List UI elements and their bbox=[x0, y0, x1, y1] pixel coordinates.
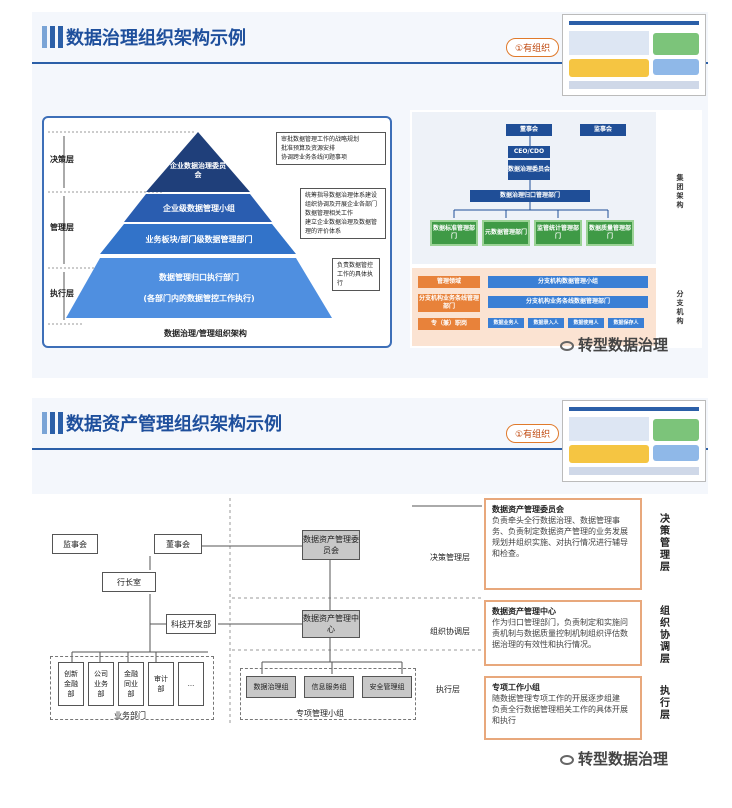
title-bars-icon bbox=[42, 26, 63, 48]
group-node: 信息服务组 bbox=[304, 676, 354, 698]
unit-node: ... bbox=[178, 662, 204, 706]
pyramid-caption: 数据治理/管理组织架构 bbox=[164, 329, 247, 338]
role-card-center: 数据资产管理中心 作为归口管理部门，负责制定和实施问责机制与数据质量控制机制组织… bbox=[484, 600, 642, 666]
org-panel: 董事会 监事会 CEO/CDO 数据治理委员会 数据治理归口管理部门 数据标准管… bbox=[410, 110, 702, 348]
slide-data-governance: 数据治理组织架构示例 ①有组织 决策层 管理层 执行层 企业数据治理委员会 企业… bbox=[32, 12, 708, 378]
branch-right-item: 分支机构业务条线数据管理部门 bbox=[488, 296, 648, 308]
group-node: 安全管理组 bbox=[362, 676, 412, 698]
node-tech: 科技开发部 bbox=[166, 614, 216, 634]
org-dept: 数据治理归口管理部门 bbox=[470, 190, 590, 202]
units-label: 业务部门 bbox=[114, 711, 146, 720]
business-units-box bbox=[50, 656, 214, 720]
branch-label: 分支机构 bbox=[676, 290, 684, 325]
watermark: 转型数据治理 bbox=[560, 748, 668, 769]
title-divider bbox=[32, 62, 708, 64]
bullets-decision: 审批数据管理工作的战略规划 批准预算及资源安排 协调跨业务条线问题事项 bbox=[276, 132, 386, 165]
role-card-groups: 专项工作小组 随数据管理专项工作的开展逐步组建 负责全行数据管理相关工作的具体开… bbox=[484, 676, 642, 740]
slide-title: 数据治理组织架构示例 bbox=[66, 28, 246, 49]
branch-left-item: 专（兼）职岗 bbox=[418, 318, 480, 330]
watermark: 转型数据治理 bbox=[560, 334, 668, 355]
branch-post: 数据使用人 bbox=[568, 318, 604, 328]
bullet-item: 批准预算及资源安排 bbox=[281, 145, 336, 152]
node-center: 数据资产管理中心 bbox=[302, 610, 360, 638]
group-label: 集团架构 bbox=[676, 174, 684, 209]
role-head: 专项工作小组 bbox=[492, 683, 540, 692]
node-committee: 数据资产管理委员会 bbox=[302, 530, 360, 560]
bullet-item: 组织协调及开展企业各部门数据管理相关工作 bbox=[305, 201, 378, 217]
branch-left-item: 管理领域 bbox=[418, 276, 480, 288]
org-sub-dept: 元数据管理部门 bbox=[482, 220, 530, 246]
branch-post: 数据录入人 bbox=[528, 318, 564, 328]
organization-tag: ①有组织 bbox=[506, 38, 560, 57]
role-head: 数据资产管理委员会 bbox=[492, 505, 564, 514]
org-board: 董事会 bbox=[506, 124, 552, 136]
group-node: 数据治理组 bbox=[246, 676, 296, 698]
level-management: 管理层 bbox=[50, 223, 74, 232]
role-head: 数据资产管理中心 bbox=[492, 607, 556, 616]
org-sub-dept: 监管统计管理部门 bbox=[534, 220, 582, 246]
unit-node: 公司业务部 bbox=[88, 662, 114, 706]
unit-node: 金融同业部 bbox=[118, 662, 144, 706]
groups-label: 专项管理小组 bbox=[296, 709, 344, 718]
bullet-item: 建立企业数据治理及数据管理的评价体系 bbox=[305, 219, 378, 235]
slide-data-asset: 数据资产管理组织架构示例 ①有组织 监事会 bbox=[32, 398, 708, 790]
title-bars-icon bbox=[42, 412, 63, 434]
bullet-item: 负责数据管控工作的具体执行 bbox=[337, 262, 374, 287]
bullets-execution: 负责数据管控工作的具体执行 bbox=[332, 258, 380, 291]
wechat-icon bbox=[560, 754, 574, 765]
tier-execution-note: (各部门内的数据管控工作执行) bbox=[143, 293, 255, 303]
role-card-committee: 数据资产管理委员会 负责牵头全行数据治理、数据管理事务、负责制定数据资产管理的业… bbox=[484, 498, 642, 590]
slide-title: 数据资产管理组织架构示例 bbox=[66, 414, 282, 435]
branch-left-item: 分支机构业务条线管理部门 bbox=[418, 294, 480, 312]
level-decision: 决策层 bbox=[50, 155, 74, 164]
pyramid-panel: 决策层 管理层 执行层 企业数据治理委员会 企业级数据管理小组 业务板块/部门级… bbox=[42, 116, 392, 348]
wechat-icon bbox=[560, 340, 574, 351]
tier-execution-dept: 数据管理归口执行部门 bbox=[159, 272, 239, 282]
role-item: 负责牵头全行数据治理、数据管理事务、负责制定数据资产管理的业务发展规划并组织实施… bbox=[492, 516, 628, 558]
watermark-text: 转型数据治理 bbox=[578, 750, 669, 768]
level-execution: 执行层 bbox=[50, 289, 74, 298]
bullets-management: 统筹指导数据治理体系建设 组织协调及开展企业各部门数据管理相关工作 建立企业数据… bbox=[300, 188, 386, 239]
branch-right-item: 分支机构数据管理小组 bbox=[488, 276, 648, 288]
side-label: 执行层 bbox=[660, 686, 670, 721]
mid-label: 执行层 bbox=[436, 685, 460, 694]
bullet-item: 审批数据管理工作的战略规划 bbox=[281, 136, 360, 143]
watermark-text: 转型数据治理 bbox=[578, 336, 669, 354]
organization-tag: ①有组织 bbox=[506, 424, 560, 443]
title-divider bbox=[32, 448, 708, 450]
org-committee: 数据治理委员会 bbox=[508, 160, 550, 180]
side-label: 决策管理层 bbox=[660, 514, 670, 573]
org-ceo: CEO/CDO bbox=[508, 146, 550, 158]
overview-thumbnail bbox=[562, 400, 706, 482]
role-item: 负责全行数据管理相关工作的具体开展和执行 bbox=[492, 705, 628, 725]
unit-node: 审计部 bbox=[148, 662, 174, 706]
role-item: 作为归口管理部门，负责制定和实施问责机制与数据质量控制机制组织评估数据治理的有效… bbox=[492, 618, 628, 649]
side-label: 组织协调层 bbox=[660, 606, 670, 665]
tier-enterprise-group: 企业级数据管理小组 bbox=[163, 203, 235, 213]
org-supervisors: 监事会 bbox=[580, 124, 626, 136]
node-supervisors: 监事会 bbox=[52, 534, 98, 554]
asset-panel: 监事会 董事会 行长室 科技开发部 数据资产管理委员会 数据资产管理中心 创新金… bbox=[32, 494, 708, 790]
tier-business-dept: 业务板块/部门级数据管理部门 bbox=[145, 234, 253, 244]
mid-label: 组织协调层 bbox=[430, 627, 470, 636]
groups-box bbox=[240, 668, 416, 720]
branch-post: 数据业务人 bbox=[488, 318, 524, 328]
node-office: 行长室 bbox=[102, 572, 156, 592]
tier-enterprise-committee: 企业数据治理委员会 bbox=[170, 162, 226, 179]
org-sub-dept: 数据标准管理部门 bbox=[430, 220, 478, 246]
node-board: 董事会 bbox=[154, 534, 202, 554]
unit-node: 创新金融部 bbox=[58, 662, 84, 706]
bullet-item: 统筹指导数据治理体系建设 bbox=[305, 192, 378, 199]
pyramid-shape bbox=[48, 131, 332, 325]
overview-thumbnail bbox=[562, 14, 706, 96]
org-sub-dept: 数据质量管理部门 bbox=[586, 220, 634, 246]
bullet-item: 协调跨业务条线问题事项 bbox=[281, 154, 348, 161]
branch-post: 数据保存人 bbox=[608, 318, 644, 328]
mid-label: 决策管理层 bbox=[430, 553, 470, 562]
role-item: 随数据管理专项工作的开展逐步组建 bbox=[492, 694, 620, 703]
